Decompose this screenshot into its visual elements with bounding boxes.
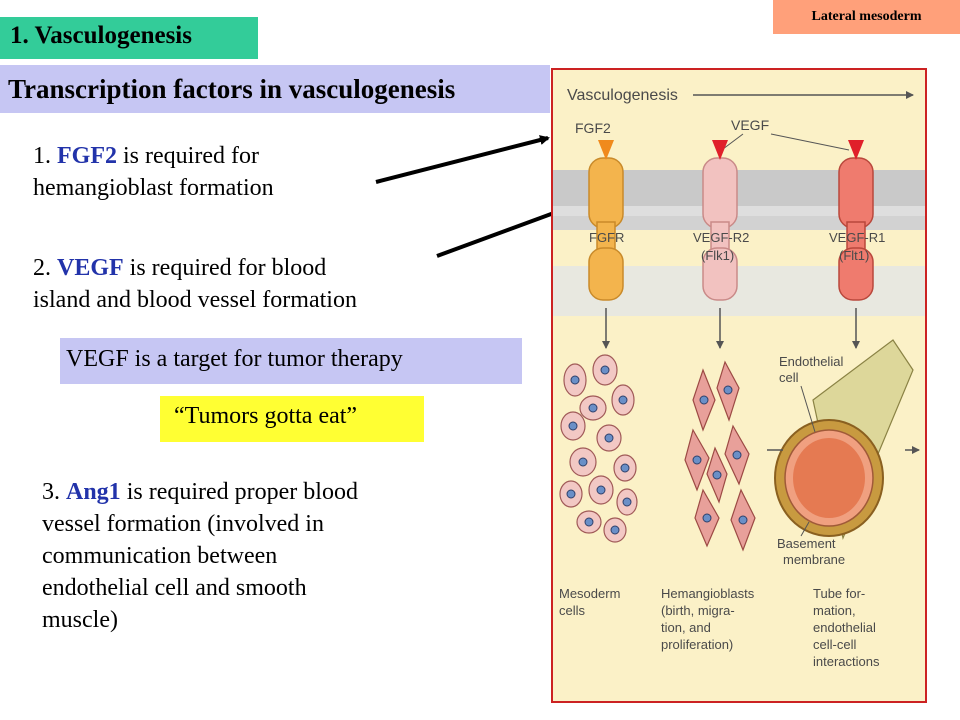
corner-tag: Lateral mesoderm [773,0,960,34]
tumors-eat-text: “Tumors gotta eat” [174,403,358,429]
gene-fgf2: FGF2 [57,143,117,169]
stage-hemangio-line1: Hemangioblasts [661,586,755,601]
item-number: 2. [33,255,57,281]
item-fgf2-line2: hemangioblast formation [33,175,274,201]
receptor-vegf-r1-label: VEGF-R1 [829,230,885,245]
membrane-middle-layer [553,206,925,216]
item-ang1-line5: muscle) [42,607,118,633]
arrow-to-fgf2 [375,135,550,184]
basement-label-line1: Basement [777,536,836,551]
stage-caption-mesoderm: Mesoderm cells [559,586,620,618]
stage-tube-line2: mation, [813,603,856,618]
tumor-therapy-text: VEGF is a target for tumor therapy [66,346,403,372]
tumor-therapy-callout: VEGF is a target for tumor therapy [60,338,522,384]
receptor-fgfr-label: FGFR [589,230,624,245]
vegf-pointer-right [770,133,850,151]
stage-tube-line1: Tube for- [813,586,865,601]
stage-tube-line4: cell-cell [813,637,856,652]
stage-hemangio-line3: tion, and [661,620,711,635]
item-ang1: 3. Ang1 is required proper blood vessel … [42,476,358,636]
heading-text: Transcription factors in vasculogenesis [8,74,456,104]
fgf2-ligand-triangle [598,140,614,160]
tumors-eat-callout: “Tumors gotta eat” [160,396,424,442]
stage-hemangio-line2: (birth, migra- [661,603,735,618]
stage-tube-line3: endothelial [813,620,876,635]
item-ang1-line2: vessel formation (involved in [42,511,324,537]
stage-caption-tube: Tube for- mation, endothelial cell-cell … [813,586,880,669]
receptor-vegf-r2-label: VEGF-R2 [693,230,749,245]
fgfr-receptor [588,140,624,301]
item-text: is required for blood [123,255,327,281]
section-tag: 1. Vasculogenesis [0,17,258,59]
stage-mesoderm-line2: cells [559,603,586,618]
endothelial-label-line2: cell [779,370,799,385]
endothelial-label-line1: Endothelial [779,354,843,369]
item-text: is required for [117,143,259,169]
section-label: 1. Vasculogenesis [10,22,192,49]
item-ang1-line4: endothelial cell and smooth [42,575,307,601]
figure-title: Vasculogenesis [567,87,678,104]
item-ang1-line3: communication between [42,543,278,569]
membrane-inner-layer [553,216,925,230]
item-text: is required proper blood [120,479,358,505]
basement-label-line2: membrane [783,552,845,567]
corner-label: Lateral mesoderm [811,9,922,24]
item-fgf2-line1: 1. FGF2 is required for [33,140,274,172]
figure-drawing: Vasculogenesis FGF2 VEGF [553,87,925,669]
item-vegf: 2. VEGF is required for blood island and… [33,252,357,316]
basement-pointer [800,521,810,537]
gene-vegf: VEGF [57,255,124,281]
mesoderm-cells [559,354,638,543]
item-ang1-line1: 3. Ang1 is required proper blood [42,476,358,508]
blood-vessel-tube [774,339,914,540]
hemangioblast-nuclei [692,385,748,525]
stage-mesoderm-line1: Mesoderm [559,586,620,601]
item-fgf2: 1. FGF2 is required for hemangioblast fo… [33,140,274,204]
vegf-ligand-triangle-r1 [848,140,864,160]
ligand-vegf-label: VEGF [731,117,769,133]
receptor-vegf-r1-sub: (Flt1) [839,248,869,263]
item-number: 3. [42,479,66,505]
mesoderm-nuclei [566,365,632,535]
gene-ang1: Ang1 [66,479,121,505]
ligand-fgf2-label: FGF2 [575,120,611,136]
receptor-vegf-r2-sub: (Flk1) [701,248,734,263]
item-vegf-line1: 2. VEGF is required for blood [33,252,357,284]
slide-heading: Transcription factors in vasculogenesis [0,65,550,113]
item-vegf-line2: island and blood vessel formation [33,287,357,313]
stage-tube-line5: interactions [813,654,880,669]
endothelial-pointer [800,385,816,433]
stage-hemangio-line4: proliferation) [661,637,733,652]
item-number: 1. [33,143,57,169]
vegf-r2-receptor [702,140,738,301]
vasculogenesis-figure: Vasculogenesis FGF2 VEGF [551,68,927,703]
vegf-ligand-triangle-r2 [712,140,728,160]
stage-caption-hemangioblasts: Hemangioblasts (birth, migra- tion, and … [661,586,755,652]
vegf-r1-receptor [838,140,874,301]
